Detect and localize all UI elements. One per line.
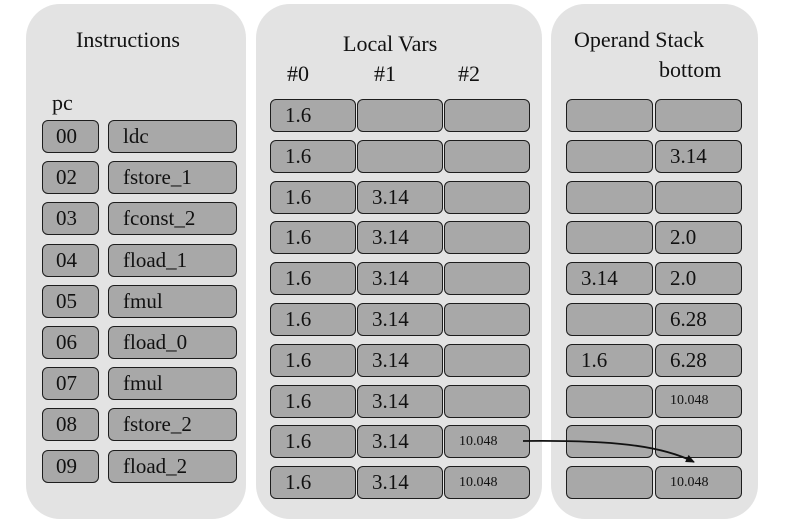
stack-cell: [566, 139, 653, 173]
opcode-cell: fload_1: [108, 243, 237, 277]
pc-cell: 09: [42, 449, 99, 483]
local-var-cell: [444, 262, 530, 296]
local-var-cell: 3.14: [357, 343, 443, 377]
stack-cell: [566, 425, 653, 459]
local-var-cell: 3.14: [357, 180, 443, 214]
pc-cell: 05: [42, 284, 99, 318]
opcode-cell: fload_0: [108, 326, 237, 359]
stack-cell: 10.048: [655, 384, 742, 418]
local-var-cell: 3.14: [357, 384, 443, 418]
local-var-cell: [444, 221, 530, 255]
local-var-cell: [444, 139, 530, 173]
local-var-cell: 1.6: [270, 384, 356, 418]
local-var-cell: 1.6: [270, 180, 356, 214]
local-var-cell: [444, 180, 530, 214]
local-var-cell: 1.6: [270, 221, 356, 255]
local-var-column-header-1: #1: [374, 61, 396, 86]
stack-bottom-label: bottom: [659, 57, 722, 82]
local-var-cell: 3.14: [357, 262, 443, 296]
local-var-cell: 1.6: [270, 343, 356, 377]
local-var-cell: 3.14: [357, 303, 443, 336]
stack-cell: 1.6: [566, 343, 653, 377]
local-var-cell: [444, 303, 530, 336]
local-var-cell: 3.14: [357, 466, 443, 500]
stack-cell: 3.14: [655, 139, 742, 173]
local-var-cell: 1.6: [270, 99, 356, 132]
pc-cell: 02: [42, 161, 99, 195]
local-var-cell: 1.6: [270, 466, 356, 500]
local-var-cell: [444, 343, 530, 377]
stack-cell: [566, 99, 653, 132]
opcode-cell: fmul: [108, 367, 237, 401]
stack-cell: 2.0: [655, 221, 742, 255]
local-var-cell: [444, 99, 530, 132]
pc-cell: 06: [42, 326, 99, 359]
local-var-cell: 3.14: [357, 425, 443, 459]
local-var-cell: 1.6: [270, 262, 356, 296]
stack-cell: [655, 180, 742, 214]
pc-cell: 04: [42, 243, 99, 277]
opcode-cell: fstore_1: [108, 161, 237, 195]
stack-cell: [566, 221, 653, 255]
stack-cell: [566, 384, 653, 418]
local-var-cell: [444, 384, 530, 418]
stack-cell: 2.0: [655, 262, 742, 296]
local-var-column-header-2: #2: [458, 61, 480, 86]
local-var-cell: 3.14: [357, 221, 443, 255]
pc-cell: 00: [42, 120, 99, 153]
local-var-cell: 1.6: [270, 425, 356, 459]
stack-cell: [566, 303, 653, 336]
pc-cell: 08: [42, 408, 99, 442]
instructions-title: Instructions: [76, 27, 180, 52]
stack-cell: [655, 99, 742, 132]
opcode-cell: fstore_2: [108, 408, 237, 442]
local-var-column-header-0: #0: [287, 61, 309, 86]
stack-cell: [655, 425, 742, 459]
stack-cell: [566, 180, 653, 214]
stack-cell: 10.048: [655, 466, 742, 500]
pc-label: pc: [52, 90, 73, 115]
local-var-cell: 1.6: [270, 139, 356, 173]
opcode-cell: fconst_2: [108, 202, 237, 236]
local-vars-title: Local Vars: [343, 31, 438, 56]
opcode-cell: fload_2: [108, 449, 237, 483]
operand-stack-title: Operand Stack: [574, 27, 705, 52]
pc-cell: 07: [42, 367, 99, 401]
local-var-cell: 1.6: [270, 303, 356, 336]
local-var-cell: [357, 99, 443, 132]
local-var-cell: 10.048: [444, 466, 530, 500]
local-var-cell: 10.048: [444, 425, 530, 459]
opcode-cell: ldc: [108, 120, 237, 153]
stack-cell: [566, 466, 653, 500]
stack-cell: 6.28: [655, 343, 742, 377]
stack-cell: 6.28: [655, 303, 742, 336]
opcode-cell: fmul: [108, 284, 237, 318]
stack-cell: 3.14: [566, 262, 653, 296]
local-var-cell: [357, 139, 443, 173]
pc-cell: 03: [42, 202, 99, 236]
